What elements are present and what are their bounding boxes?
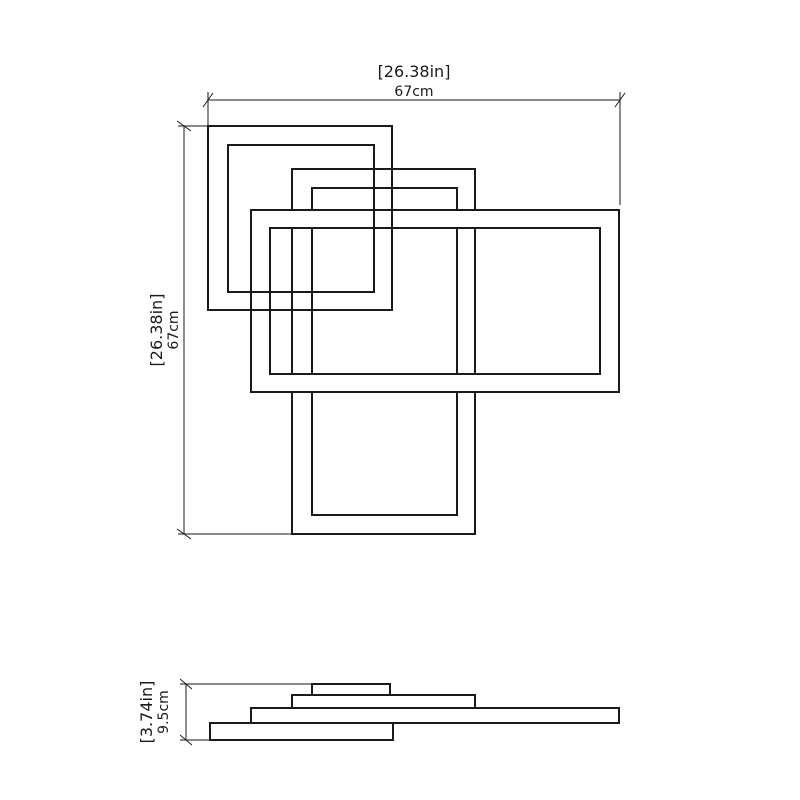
width-dimension: [26.38in] 67cm bbox=[202, 62, 626, 205]
width-imperial-label: [26.38in] bbox=[378, 62, 451, 81]
height-metric-label: 67cm bbox=[166, 310, 182, 349]
depth-dimension: [3.74in] 9.5cm bbox=[137, 678, 312, 746]
side-layer-large-horizontal-frame bbox=[250, 707, 620, 724]
frame-vertical bbox=[291, 168, 476, 535]
side-layer-vertical-frame bbox=[291, 694, 476, 709]
height-dimension: [26.38in] 67cm bbox=[147, 120, 292, 540]
height-imperial-label: [26.38in] bbox=[147, 294, 166, 367]
frame-large-horizontal bbox=[250, 209, 620, 393]
depth-metric-label: 9.5cm bbox=[156, 690, 172, 734]
side-layer-mount bbox=[311, 683, 391, 696]
fixture-side-view bbox=[209, 683, 620, 741]
depth-imperial-label: [3.74in] bbox=[137, 681, 156, 744]
frame-small-square bbox=[207, 125, 393, 311]
side-layer-small-square-frame bbox=[209, 722, 394, 741]
width-metric-label: 67cm bbox=[394, 84, 433, 100]
fixture-top-view bbox=[207, 125, 620, 535]
